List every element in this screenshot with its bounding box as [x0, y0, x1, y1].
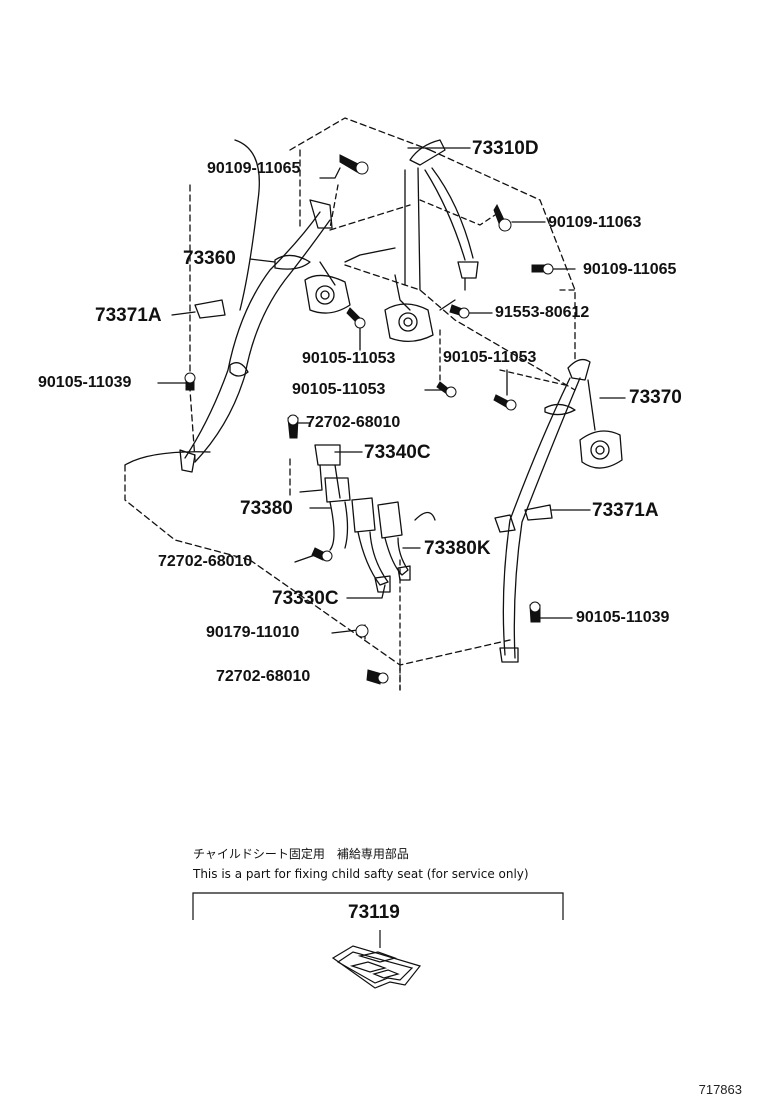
part-label-73370: 73370 [629, 387, 682, 408]
service-note-english: This is a part for fixing child safty se… [193, 867, 529, 881]
part-label-73380: 73380 [240, 498, 293, 519]
part-label-90105-11039: 90105-11039 [38, 374, 132, 391]
part-label-73360: 73360 [183, 248, 236, 269]
part-label-72702-68010: 72702-68010 [158, 553, 253, 570]
cover-right [524, 504, 553, 521]
part-label-73340C: 73340C [364, 442, 431, 463]
part-label-90179-11010: 90179-11010 [206, 624, 300, 641]
cover-left [194, 299, 226, 319]
part-label-90105-11053: 90105-11053 [443, 349, 537, 366]
part-label-73371A: 73371A [592, 500, 659, 521]
figure-number: 717863 [698, 1082, 742, 1097]
part-label-73380K: 73380K [424, 538, 491, 559]
part-label-90109-11065: 90109-11065 [583, 261, 677, 278]
service-note-japanese: チャイルドシート固定用 補給専用部品 [193, 847, 409, 861]
part-label-90105-11053: 90105-11053 [302, 350, 396, 367]
part-label-72702-68010: 72702-68010 [306, 414, 401, 431]
part-label-91553-80612: 91553-80612 [495, 304, 590, 321]
seat-back-outline [289, 117, 431, 151]
part-label-72702-68010: 72702-68010 [216, 668, 311, 685]
child-seat-plate-icon [331, 945, 422, 989]
part-label-73310D: 73310D [472, 138, 539, 159]
part-label-73330C: 73330C [272, 588, 339, 609]
part-label-90109-11063: 90109-11063 [548, 214, 642, 231]
part-label-90105-11053: 90105-11053 [292, 381, 386, 398]
nut-icon [355, 624, 369, 638]
seat-cushion-outline [124, 464, 251, 561]
part-label-90105-11039: 90105-11039 [576, 609, 670, 626]
service-part-bracket [192, 892, 564, 920]
part-label-73371A: 73371A [95, 305, 162, 326]
part-label-90109-11065: 90109-11065 [207, 160, 301, 177]
part-label-73119: 73119 [348, 902, 400, 923]
